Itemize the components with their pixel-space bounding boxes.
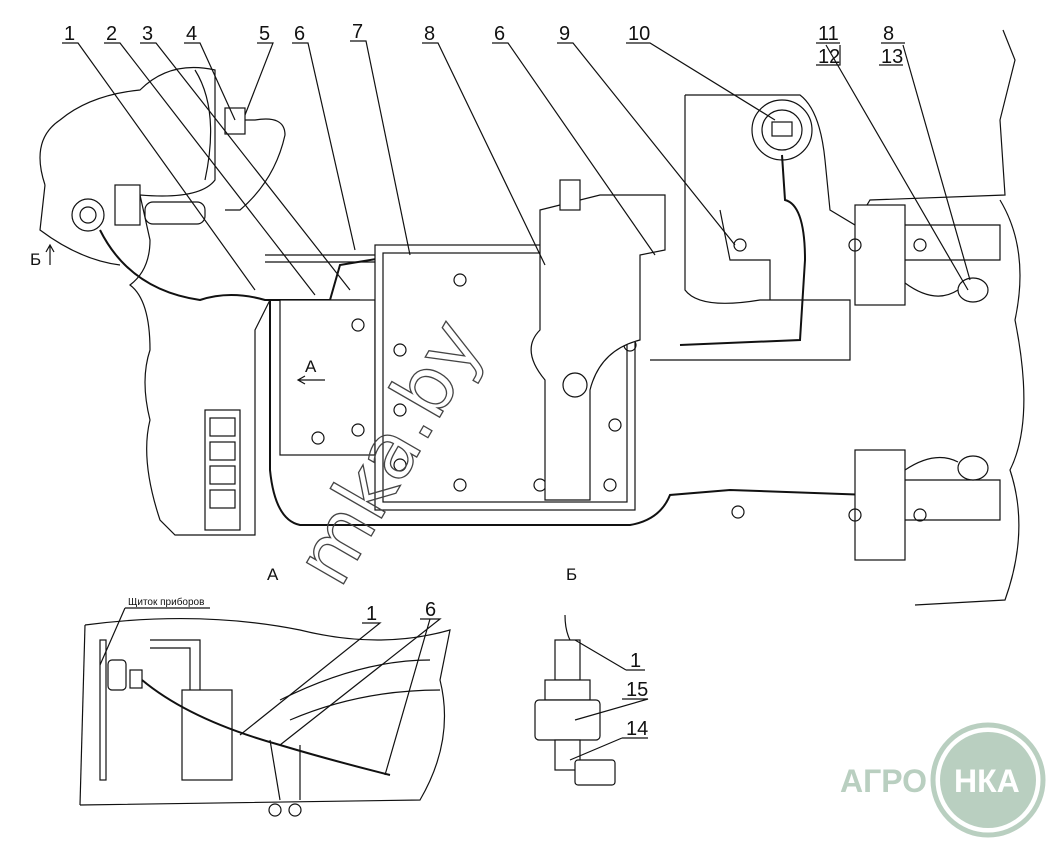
callout: 6 bbox=[494, 23, 505, 45]
callout: 10 bbox=[628, 23, 650, 45]
callout: 7 bbox=[352, 21, 363, 43]
sensor-connector bbox=[224, 107, 246, 135]
callout: 8 bbox=[883, 23, 894, 45]
view-a-block bbox=[181, 689, 233, 781]
callout: 6 bbox=[425, 599, 436, 621]
callout: 3 bbox=[142, 23, 153, 45]
frame-bracket-lower bbox=[854, 449, 906, 561]
view-markers: Б А bbox=[30, 243, 325, 385]
callout: 1 bbox=[64, 23, 75, 45]
gauge-sensor bbox=[71, 198, 105, 232]
frame-bracket-upper bbox=[854, 204, 906, 306]
pump-housing bbox=[530, 194, 666, 501]
instrument-panel-label: Щиток приборов bbox=[128, 596, 204, 608]
view-b-detail: 1 15 14 bbox=[534, 614, 648, 786]
callout: 1 bbox=[366, 603, 377, 625]
callout: 2 bbox=[106, 23, 117, 45]
callout: 13 bbox=[881, 46, 903, 68]
view-a-title: А bbox=[267, 565, 279, 584]
callout: 12 bbox=[818, 46, 840, 68]
view-a-detail: Щиток приборов 1 6 bbox=[79, 596, 451, 817]
view-b-title: Б bbox=[566, 565, 577, 584]
logo-right: НКА bbox=[954, 763, 1020, 799]
radiator-grille bbox=[204, 409, 241, 531]
agronka-logo: АГРО НКА bbox=[840, 722, 1046, 838]
sensor-body-15 bbox=[534, 699, 601, 741]
callout: 9 bbox=[559, 23, 570, 45]
callout: 11 bbox=[818, 23, 839, 45]
callout: 6 bbox=[294, 23, 305, 45]
sensor-lower bbox=[957, 455, 989, 481]
callouts-top: 1 2 3 4 5 6 7 8 6 9 10 11 12 8 13 bbox=[62, 21, 971, 296]
callout: 1 bbox=[630, 650, 641, 672]
view-b-marker: Б bbox=[30, 250, 41, 269]
bracket-plate bbox=[279, 299, 376, 456]
callout: 14 bbox=[626, 718, 648, 740]
callout: 5 bbox=[259, 23, 270, 45]
callout: 8 bbox=[424, 23, 435, 45]
callout: 4 bbox=[186, 23, 197, 45]
logo-left: АГРО bbox=[840, 763, 927, 799]
view-a-marker: А bbox=[305, 357, 317, 376]
callout: 15 bbox=[626, 679, 648, 701]
main-view bbox=[39, 29, 1025, 606]
